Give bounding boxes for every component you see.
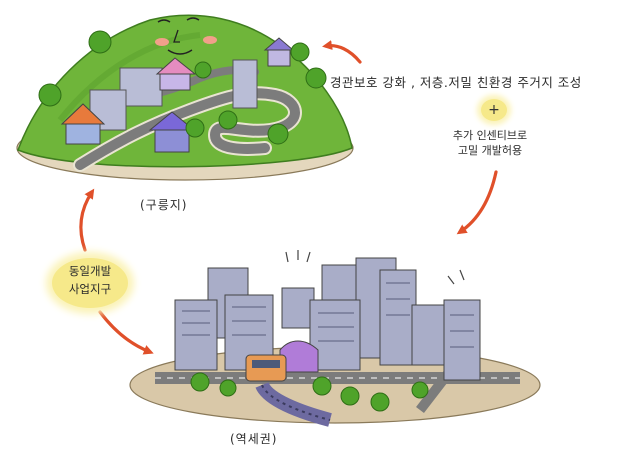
hill-buildings <box>60 37 295 153</box>
station-train <box>245 340 319 382</box>
zone-line-2: 사업지구 <box>68 282 112 296</box>
arrow-to-station <box>456 170 498 235</box>
curved-flow-arrow <box>79 40 498 355</box>
station-buildings <box>174 257 481 381</box>
incentive-text: 추가 인센티브로 고밀 개발허용 <box>442 128 538 158</box>
hill-trees <box>38 30 327 145</box>
arrow-zone-up <box>79 188 95 252</box>
station-area-city-illustration <box>129 250 541 427</box>
hill-caption: (구릉지) <box>140 198 188 212</box>
station-caption: (역세권) <box>230 432 278 446</box>
arrow-zone-down <box>98 310 154 355</box>
incentive-line-1: 추가 인센티브로 <box>452 129 528 142</box>
incentive-line-2: 고밀 개발허용 <box>457 144 523 157</box>
plus-badge: + <box>481 99 507 121</box>
zone-badge <box>52 258 128 308</box>
hill-face <box>155 17 217 55</box>
arrow-to-hill <box>322 40 362 64</box>
zone-text: 동일개발 사업지구 <box>52 262 128 298</box>
hillside-village-illustration <box>16 14 354 181</box>
policy-text: 경관보호 강화 , 저층.저밀 친환경 주거지 조성 <box>330 75 582 90</box>
zone-line-1: 동일개발 <box>68 264 112 278</box>
station-trees <box>190 372 429 412</box>
